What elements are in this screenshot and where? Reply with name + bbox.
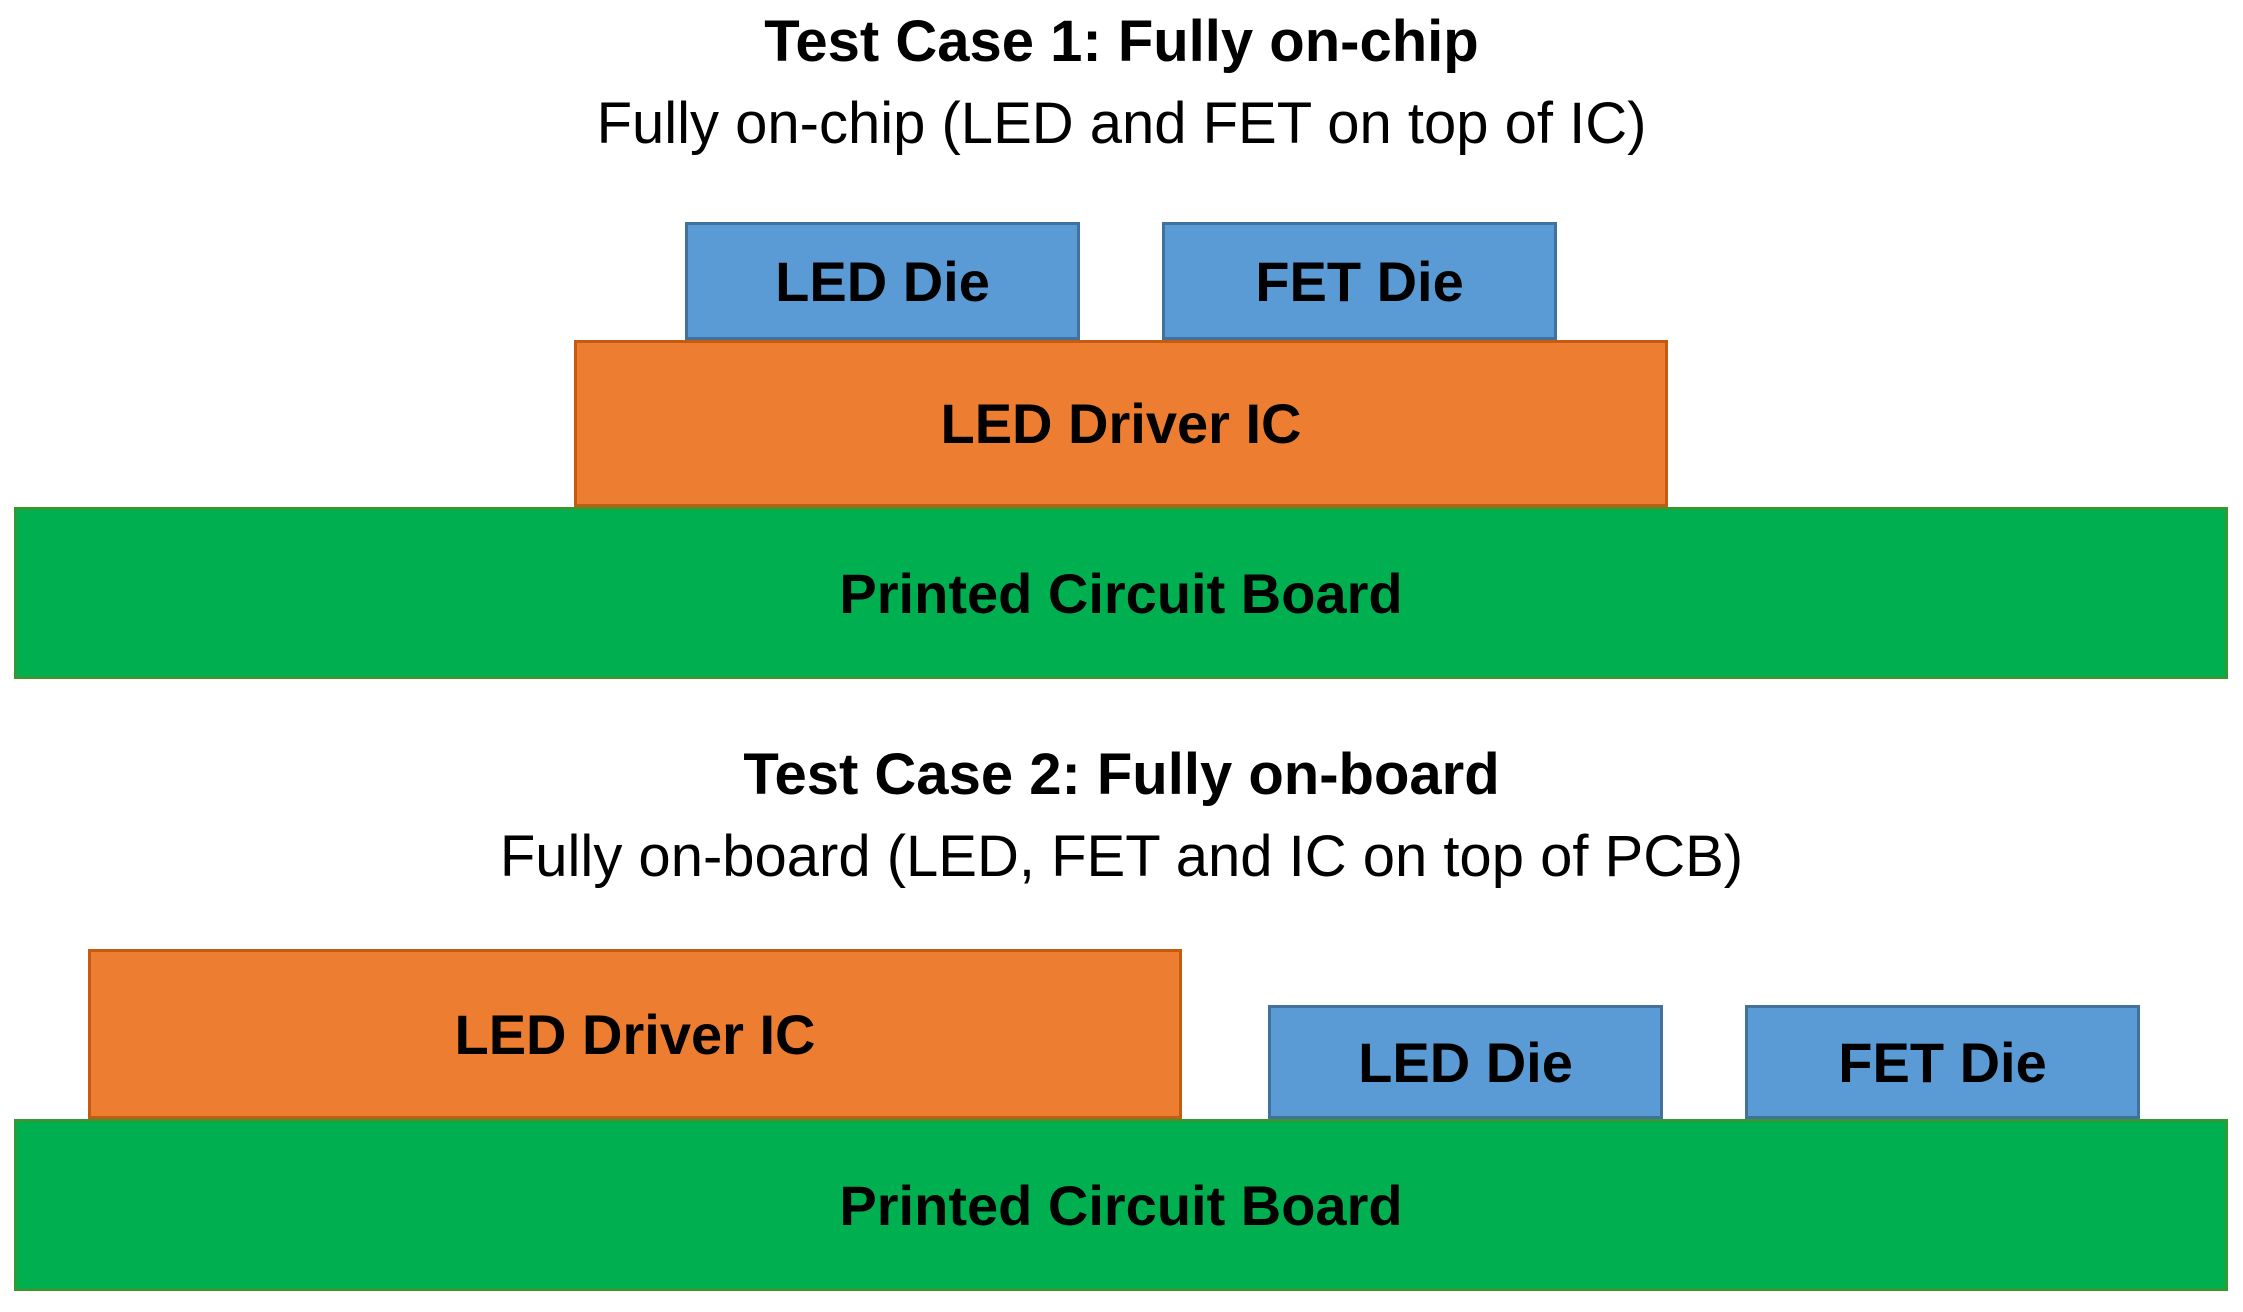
case2-subtitle: Fully on-board (LED, FET and IC on top o… bbox=[499, 824, 1744, 889]
case2-title: Test Case 2: Fully on-board bbox=[743, 742, 1500, 807]
case2-fet-die: FET Die bbox=[1745, 1005, 2140, 1119]
case1-printed-circuit-board: Printed Circuit Board bbox=[14, 507, 2228, 679]
case2-led-die: LED Die bbox=[1268, 1005, 1663, 1119]
case2-led-driver-ic: LED Driver IC bbox=[88, 949, 1182, 1119]
case1-title: Test Case 1: Fully on-chip bbox=[764, 9, 1479, 74]
case1-led-die: LED Die bbox=[685, 222, 1080, 340]
case2-printed-circuit-board: Printed Circuit Board bbox=[14, 1119, 2228, 1291]
case1-subtitle: Fully on-chip (LED and FET on top of IC) bbox=[596, 91, 1647, 156]
case1-led-driver-ic: LED Driver IC bbox=[574, 340, 1668, 507]
case1-fet-die: FET Die bbox=[1162, 222, 1557, 340]
